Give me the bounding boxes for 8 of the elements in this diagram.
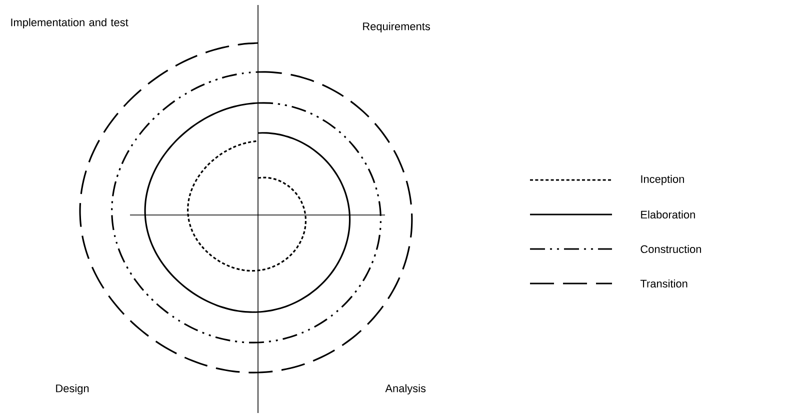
legend-label: Transition xyxy=(640,279,688,288)
region-label: Analysis xyxy=(385,384,426,394)
region-label: Implementation and test xyxy=(11,18,128,28)
region-label: Requirements xyxy=(363,22,430,32)
legend-label: Inception xyxy=(641,174,684,186)
region-label: Design xyxy=(56,384,89,394)
legend-label: Elaboration xyxy=(641,210,695,219)
legend-label: Construction xyxy=(640,244,701,254)
